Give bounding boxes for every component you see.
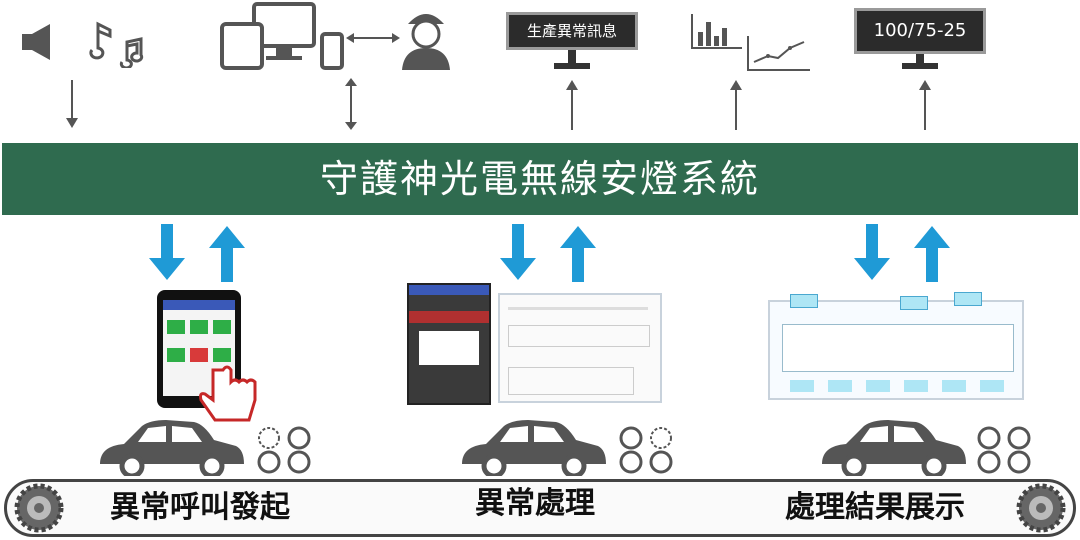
car-icon (100, 420, 244, 476)
form-screenshot (498, 293, 662, 403)
line-chart-icon (747, 36, 810, 71)
mobile-dialog (419, 331, 479, 365)
counter-monitor-text: 100/75-25 (873, 20, 967, 41)
arrow-up-charts (730, 80, 742, 130)
dashboard-table (782, 324, 1014, 372)
arrow-both-vertical (345, 78, 357, 130)
arrow-down-speaker (66, 80, 78, 128)
monitor-base (554, 63, 590, 69)
stage-label-handle: 異常處理 (475, 486, 595, 521)
production-monitor-text: 生產異常訊息 (526, 22, 617, 40)
music-note-icon (89, 21, 144, 68)
stage-label-result: 處理結果展示 (785, 490, 965, 525)
dashboard-callout-2 (900, 296, 928, 310)
form-table (508, 325, 650, 347)
dashboard-button-row (790, 380, 1010, 392)
arrow-both-horizontal (346, 33, 400, 43)
counter-monitor: 100/75-25 (854, 8, 986, 54)
car-icon (822, 420, 966, 476)
stage-label-call: 異常呼叫發起 (110, 490, 290, 525)
car-icon (462, 420, 606, 476)
arrow-up-counter (919, 80, 931, 130)
speaker-icon (22, 24, 50, 60)
arrow-up-monitor (566, 80, 578, 130)
mobile-red-band (409, 311, 489, 323)
blue-arrows-left (149, 224, 245, 282)
gear-icon (14, 483, 64, 533)
bar-chart-icon (691, 14, 742, 49)
banner-title: 守護神光電無線安燈系統 (319, 157, 760, 201)
counter-stand (916, 54, 924, 64)
gear-dots-icon (619, 426, 673, 474)
gear-icon (1016, 483, 1066, 533)
form-textarea (508, 367, 634, 395)
mobile-header (409, 285, 489, 295)
dashboard-callout-3 (954, 292, 982, 306)
conveyor-belt (4, 479, 1076, 537)
dashboard-callout-1 (790, 294, 818, 308)
mobile-screenshot (407, 283, 491, 405)
gear-dots-icon (977, 426, 1031, 474)
devices-icon (220, 2, 344, 70)
worker-icon (402, 14, 450, 70)
form-lines (508, 307, 648, 310)
blue-arrows-right (854, 224, 950, 282)
dashboard-screenshot (768, 292, 1024, 400)
monitor-stand (568, 50, 576, 64)
gear-dots-icon (257, 426, 311, 474)
production-monitor: 生產異常訊息 (506, 12, 638, 50)
system-banner: 守護神光電無線安燈系統 (2, 143, 1078, 215)
counter-base (902, 63, 938, 69)
blue-arrows-middle (500, 224, 596, 282)
tablet-touch-icon (157, 290, 257, 422)
tablet-icon (220, 22, 264, 70)
phone-icon (320, 32, 344, 70)
